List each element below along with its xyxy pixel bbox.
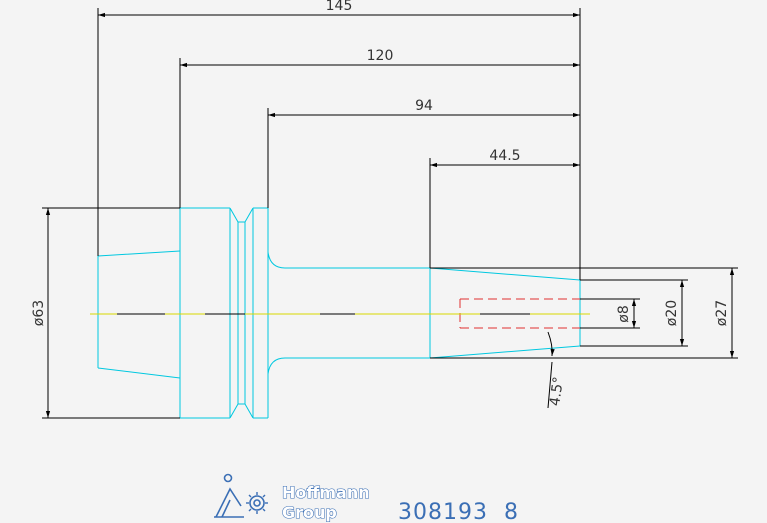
brand-name: Hoffmann	[282, 483, 370, 502]
hoffmann-logo-icon	[214, 473, 268, 518]
dia-8-label: ø8	[616, 305, 632, 322]
dim-145-label: 145	[326, 0, 353, 14]
dim-94-label: 94	[415, 98, 433, 114]
dim-120-label: 120	[367, 48, 394, 64]
dimension-lines	[42, 8, 738, 419]
dia-20-label: ø20	[664, 300, 680, 326]
dia-63-label: ø63	[31, 300, 47, 326]
dim-44-5-label: 44.5	[489, 148, 520, 164]
brand-subtitle: Group	[282, 503, 337, 522]
part-number: 308193 8	[398, 500, 519, 523]
dia-27-label: ø27	[714, 300, 730, 326]
taper-angle-label: 4.5°	[547, 376, 567, 407]
part-outline	[97, 207, 581, 419]
